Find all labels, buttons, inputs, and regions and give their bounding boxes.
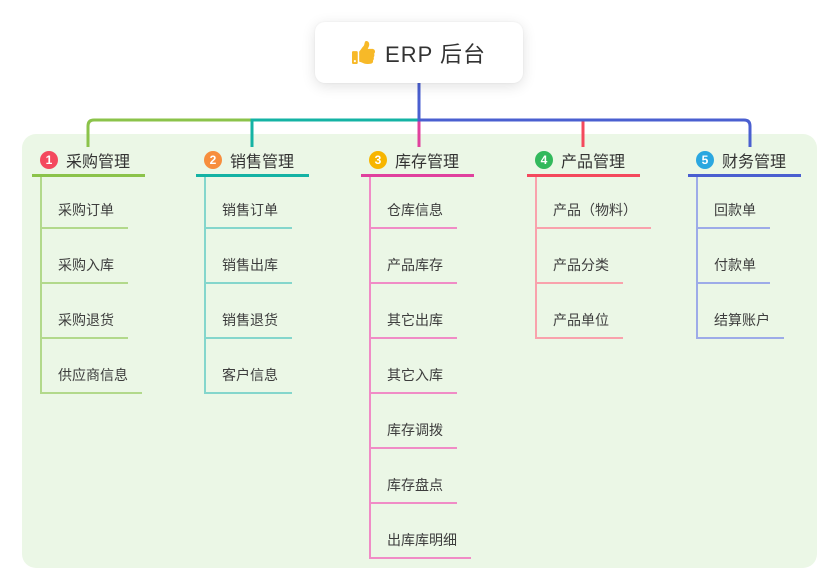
child-node-row: 产品单位 [537,284,651,339]
child-node-row: 其它入库 [371,339,471,394]
branch-label: 产品管理 [561,153,626,171]
branch-number-badge: 5 [696,150,714,169]
child-node[interactable]: 其它出库 [371,310,457,339]
child-node[interactable]: 客户信息 [206,365,292,394]
branch-children: 销售订单销售出库销售退货客户信息 [204,177,292,394]
child-node-row: 库存调拨 [371,394,471,449]
child-node-row: 付款单 [698,229,784,284]
content-panel [22,134,817,568]
child-node[interactable]: 销售退货 [206,310,292,339]
child-node[interactable]: 库存盘点 [371,475,457,504]
branch-children: 产品（物料） 产品分类产品单位 [535,177,651,339]
child-node[interactable]: 仓库信息 [371,200,457,229]
child-node[interactable]: 销售出库 [206,255,292,284]
child-node[interactable]: 采购入库 [42,255,128,284]
branch-5: 5 财务管理回款单付款单结算账户 [688,148,801,339]
child-node[interactable]: 产品分类 [537,255,623,284]
branch-number-badge: 2 [204,150,222,169]
child-node[interactable]: 结算账户 [698,310,784,339]
child-node[interactable]: 产品（物料） [537,200,651,229]
child-node-row: 采购订单 [42,177,142,229]
child-node-row: 产品（物料） [537,177,651,229]
child-node-row: 采购退货 [42,284,142,339]
child-node-row: 回款单 [698,177,784,229]
root-label: ERP 后台 [385,41,486,67]
branch-title-5[interactable]: 5 财务管理 [688,148,801,177]
child-node[interactable]: 其它入库 [371,365,457,394]
child-node-row: 销售出库 [206,229,292,284]
child-node-row: 出库库明细 [371,504,471,559]
branch-label: 采购管理 [66,153,131,171]
branch-label: 库存管理 [395,153,460,171]
branch-title-3[interactable]: 3 库存管理 [361,148,474,177]
child-node-row: 库存盘点 [371,449,471,504]
branch-2: 2 销售管理销售订单销售出库销售退货客户信息 [196,148,309,394]
branch-children: 采购订单采购入库采购退货供应商信息 [40,177,142,394]
child-node-row: 采购入库 [42,229,142,284]
child-node-row: 结算账户 [698,284,784,339]
branch-title-4[interactable]: 4 产品管理 [527,148,640,177]
child-node-row: 供应商信息 [42,339,142,394]
child-node-row: 仓库信息 [371,177,471,229]
child-node[interactable]: 销售订单 [206,200,292,229]
branch-1: 1 采购管理采购订单采购入库采购退货供应商信息 [32,148,145,394]
thumbs-up-icon [352,41,376,64]
child-node[interactable]: 供应商信息 [42,365,142,394]
child-node-row: 销售订单 [206,177,292,229]
child-node[interactable]: 付款单 [698,255,770,284]
child-node[interactable]: 产品单位 [537,310,623,339]
root-node[interactable]: ERP 后台 [315,22,523,83]
child-node[interactable]: 出库库明细 [371,530,471,559]
child-node[interactable]: 采购退货 [42,310,128,339]
branch-title-1[interactable]: 1 采购管理 [32,148,145,177]
child-node[interactable]: 回款单 [698,200,770,229]
child-node-row: 销售退货 [206,284,292,339]
child-node[interactable]: 库存调拨 [371,420,457,449]
branch-number-badge: 1 [40,150,58,169]
branch-4: 4 产品管理产品（物料） 产品分类产品单位 [527,148,651,339]
branch-children: 仓库信息产品库存其它出库其它入库库存调拨库存盘点出库库明细 [369,177,471,559]
child-node-row: 产品分类 [537,229,651,284]
branch-label: 销售管理 [230,153,295,171]
branch-title-2[interactable]: 2 销售管理 [196,148,309,177]
child-node-row: 客户信息 [206,339,292,394]
child-node[interactable]: 产品库存 [371,255,457,284]
branch-children: 回款单付款单结算账户 [696,177,784,339]
child-node-row: 其它出库 [371,284,471,339]
branch-number-badge: 4 [535,150,553,169]
branch-number-badge: 3 [369,150,387,169]
branch-label: 财务管理 [722,153,787,171]
child-node[interactable]: 采购订单 [42,200,128,229]
branch-3: 3 库存管理仓库信息产品库存其它出库其它入库库存调拨库存盘点出库库明细 [361,148,474,559]
child-node-row: 产品库存 [371,229,471,284]
